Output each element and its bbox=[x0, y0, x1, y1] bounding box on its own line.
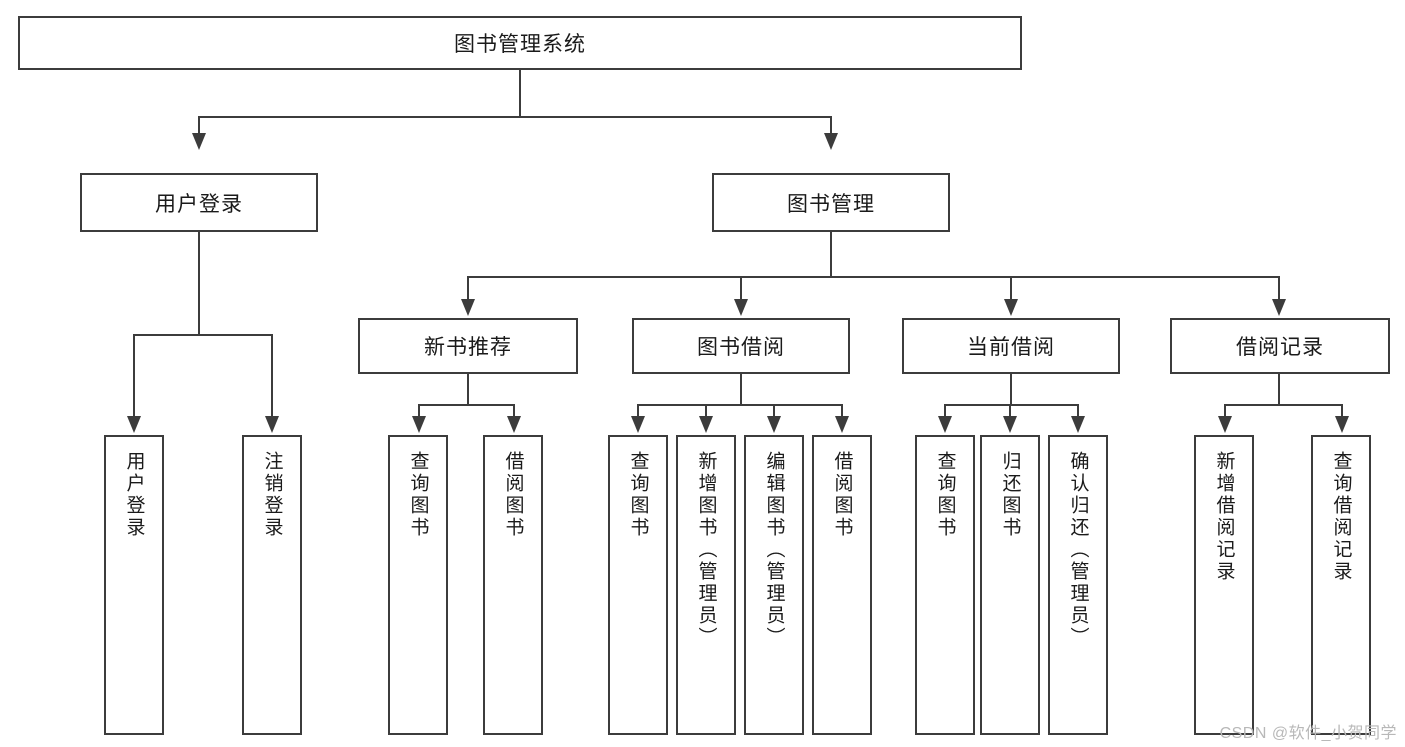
arrowhead-to-leaf-user-login bbox=[127, 416, 141, 433]
connector-bm-drop-2 bbox=[740, 276, 742, 301]
connector-br-drop-2 bbox=[1341, 404, 1343, 418]
arrowhead-bb-leaf-4 bbox=[835, 416, 849, 433]
connector-nbr-bus bbox=[418, 404, 514, 406]
connector-book-management-stem bbox=[830, 232, 832, 277]
arrowhead-to-borrow-record bbox=[1272, 299, 1286, 316]
connector-nbr-drop-1 bbox=[418, 404, 420, 418]
node-label: 用户登录 bbox=[123, 451, 145, 539]
leaf-confirm-return-admin[interactable]: 确认归还（管理员） bbox=[1048, 435, 1108, 735]
connector-bb-drop-4 bbox=[841, 404, 843, 418]
node-label: 图书管理 bbox=[787, 192, 875, 216]
connector-user-login-bus bbox=[133, 334, 271, 336]
arrowhead-br-leaf-2 bbox=[1335, 416, 1349, 433]
leaf-logout[interactable]: 注销登录 bbox=[242, 435, 302, 735]
arrowhead-nbr-leaf-2 bbox=[507, 416, 521, 433]
connector-bm-drop-1 bbox=[467, 276, 469, 301]
connector-book-management-bus bbox=[467, 276, 1280, 278]
connector-bb-drop-3 bbox=[773, 404, 775, 418]
node-label: 归还图书 bbox=[999, 451, 1021, 539]
arrowhead-to-user-login bbox=[192, 133, 206, 150]
arrowhead-to-new-book-recommend bbox=[461, 299, 475, 316]
leaf-return-book[interactable]: 归还图书 bbox=[980, 435, 1040, 735]
node-label: 查询图书 bbox=[934, 451, 956, 539]
node-label: 借阅记录 bbox=[1236, 336, 1324, 359]
watermark: CSDN @软件_小贺同学 bbox=[1219, 725, 1397, 742]
arrowhead-to-book-borrow bbox=[734, 299, 748, 316]
arrowhead-cb-leaf-3 bbox=[1071, 416, 1085, 433]
node-new-book-recommend[interactable]: 新书推荐 bbox=[358, 318, 578, 374]
leaf-query-book-current[interactable]: 查询图书 bbox=[915, 435, 975, 735]
arrowhead-br-leaf-1 bbox=[1218, 416, 1232, 433]
node-borrow-record[interactable]: 借阅记录 bbox=[1170, 318, 1390, 374]
arrowhead-bb-leaf-3 bbox=[767, 416, 781, 433]
node-root-book-management-system[interactable]: 图书管理系统 bbox=[18, 16, 1022, 70]
node-label: 图书借阅 bbox=[697, 336, 785, 359]
connector-cb-drop-1 bbox=[944, 404, 946, 418]
node-label: 查询图书 bbox=[407, 451, 429, 539]
leaf-query-book-borrow[interactable]: 查询图书 bbox=[608, 435, 668, 735]
arrowhead-nbr-leaf-1 bbox=[412, 416, 426, 433]
connector-user-login-drop-2 bbox=[271, 334, 273, 418]
node-label: 查询图书 bbox=[627, 451, 649, 539]
connector-br-drop-1 bbox=[1224, 404, 1226, 418]
arrowhead-bb-leaf-1 bbox=[631, 416, 645, 433]
connector-bb-bus bbox=[637, 404, 842, 406]
arrowhead-cb-leaf-1 bbox=[938, 416, 952, 433]
node-label: 用户登录 bbox=[155, 192, 243, 216]
arrowhead-to-leaf-logout bbox=[265, 416, 279, 433]
connector-nbr-drop-2 bbox=[513, 404, 515, 418]
node-label: 当前借阅 bbox=[967, 336, 1055, 359]
node-label: 新书推荐 bbox=[424, 336, 512, 359]
connector-root-stem bbox=[519, 70, 521, 117]
leaf-borrow-book-recommend[interactable]: 借阅图书 bbox=[483, 435, 543, 735]
connector-nbr-stem bbox=[467, 374, 469, 405]
leaf-user-login[interactable]: 用户登录 bbox=[104, 435, 164, 735]
node-label: 图书管理系统 bbox=[454, 33, 586, 56]
connector-cb-bus bbox=[944, 404, 1078, 406]
connector-cb-drop-2 bbox=[1009, 404, 1011, 418]
node-label: 新增图书（管理员） bbox=[695, 451, 717, 649]
arrowhead-to-book-management bbox=[824, 133, 838, 150]
leaf-add-book-admin[interactable]: 新增图书（管理员） bbox=[676, 435, 736, 735]
connector-root-drop-1 bbox=[198, 116, 200, 135]
node-label: 注销登录 bbox=[261, 451, 283, 539]
node-current-borrow[interactable]: 当前借阅 bbox=[902, 318, 1120, 374]
connector-bb-drop-2 bbox=[705, 404, 707, 418]
node-label: 编辑图书（管理员） bbox=[763, 451, 785, 649]
arrowhead-cb-leaf-2 bbox=[1003, 416, 1017, 433]
leaf-add-borrow-record[interactable]: 新增借阅记录 bbox=[1194, 435, 1254, 735]
node-label: 确认归还（管理员） bbox=[1067, 451, 1089, 649]
connector-br-bus bbox=[1224, 404, 1341, 406]
connector-cb-stem bbox=[1010, 374, 1012, 405]
leaf-query-borrow-record[interactable]: 查询借阅记录 bbox=[1311, 435, 1371, 735]
connector-root-bus bbox=[198, 116, 832, 118]
node-book-borrow[interactable]: 图书借阅 bbox=[632, 318, 850, 374]
connector-root-drop-2 bbox=[830, 116, 832, 135]
leaf-query-book-recommend[interactable]: 查询图书 bbox=[388, 435, 448, 735]
connector-cb-drop-3 bbox=[1077, 404, 1079, 418]
leaf-borrow-book[interactable]: 借阅图书 bbox=[812, 435, 872, 735]
arrowhead-to-current-borrow bbox=[1004, 299, 1018, 316]
node-label: 借阅图书 bbox=[831, 451, 853, 539]
connector-bm-drop-4 bbox=[1278, 276, 1280, 301]
leaf-edit-book-admin[interactable]: 编辑图书（管理员） bbox=[744, 435, 804, 735]
arrowhead-bb-leaf-2 bbox=[699, 416, 713, 433]
node-user-login[interactable]: 用户登录 bbox=[80, 173, 318, 232]
connector-bb-drop-1 bbox=[637, 404, 639, 418]
node-label: 查询借阅记录 bbox=[1330, 451, 1352, 583]
connector-br-stem bbox=[1278, 374, 1280, 405]
node-label: 借阅图书 bbox=[502, 451, 524, 539]
node-label: 新增借阅记录 bbox=[1213, 451, 1235, 583]
connector-bb-stem bbox=[740, 374, 742, 405]
node-book-management[interactable]: 图书管理 bbox=[712, 173, 950, 232]
connector-user-login-stem bbox=[198, 232, 200, 335]
connector-user-login-drop-1 bbox=[133, 334, 135, 418]
connector-bm-drop-3 bbox=[1010, 276, 1012, 301]
